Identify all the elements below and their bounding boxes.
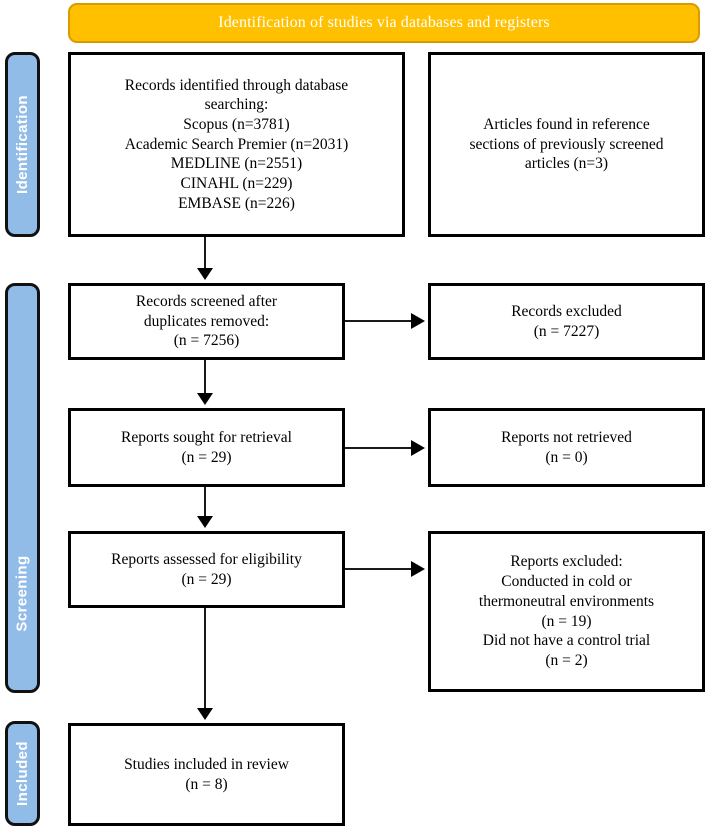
box-studies-included-in-review-text: Studies included in review (n = 8) — [124, 755, 289, 793]
phase-label-screening: Screening — [14, 554, 31, 632]
arrow-screened-to-sought-line — [204, 360, 206, 396]
arrow-sought-to-assessed-head-icon — [197, 516, 213, 528]
box-records-screened-text: Records screened after duplicates remove… — [135, 292, 278, 350]
arrow-sought-to-not-retrieved-line — [345, 447, 413, 449]
arrow-sought-to-assessed-line — [204, 487, 206, 519]
identification-banner: Identification of studies via databases … — [68, 3, 700, 43]
arrow-assessed-to-reports-excluded-head-icon — [411, 561, 425, 577]
banner-title: Identification of studies via databases … — [218, 14, 550, 32]
phase-label-included: Included — [14, 741, 31, 806]
box-records-screened: Records screened after duplicates remove… — [68, 283, 345, 360]
box-reports-sought-for-retrieval-text: Reports sought for retrieval (n = 29) — [121, 428, 292, 466]
phase-bar-screening: Screening — [5, 283, 40, 693]
box-studies-included-in-review: Studies included in review (n = 8) — [68, 723, 345, 826]
arrow-sought-to-not-retrieved-head-icon — [411, 440, 425, 456]
phase-bar-identification: Identification — [5, 52, 40, 237]
box-reports-not-retrieved: Reports not retrieved (n = 0) — [428, 408, 705, 487]
box-reports-not-retrieved-text: Reports not retrieved (n = 0) — [501, 428, 632, 466]
arrow-assessed-to-reports-excluded-line — [345, 568, 413, 570]
arrow-screened-to-sought-head-icon — [197, 393, 213, 405]
box-records-identified-text: Records identified through database sear… — [124, 76, 349, 212]
arrow-assessed-to-included-head-icon — [197, 708, 213, 720]
phase-bar-included: Included — [5, 721, 40, 826]
box-articles-from-references-text: Articles found in reference sections of … — [469, 115, 664, 173]
arrow-screened-to-excluded-head-icon — [411, 313, 425, 329]
box-reports-sought-for-retrieval: Reports sought for retrieval (n = 29) — [68, 408, 345, 487]
arrow-assessed-to-included-line — [204, 608, 206, 711]
arrow-identified-to-screened-line — [204, 237, 206, 271]
box-records-identified: Records identified through database sear… — [68, 52, 405, 237]
box-reports-excluded: Reports excluded: Conducted in cold or t… — [428, 531, 705, 692]
box-reports-assessed-for-eligibility-text: Reports assessed for eligibility (n = 29… — [111, 550, 302, 588]
box-articles-from-references: Articles found in reference sections of … — [428, 52, 705, 237]
arrow-identified-to-screened-head-icon — [197, 268, 213, 280]
phase-label-identification: Identification — [14, 95, 31, 194]
arrow-screened-to-excluded-line — [345, 320, 413, 322]
box-reports-assessed-for-eligibility: Reports assessed for eligibility (n = 29… — [68, 531, 345, 608]
box-records-excluded: Records excluded (n = 7227) — [428, 283, 705, 360]
box-records-excluded-text: Records excluded (n = 7227) — [511, 302, 622, 340]
box-reports-excluded-text: Reports excluded: Conducted in cold or t… — [478, 553, 655, 669]
